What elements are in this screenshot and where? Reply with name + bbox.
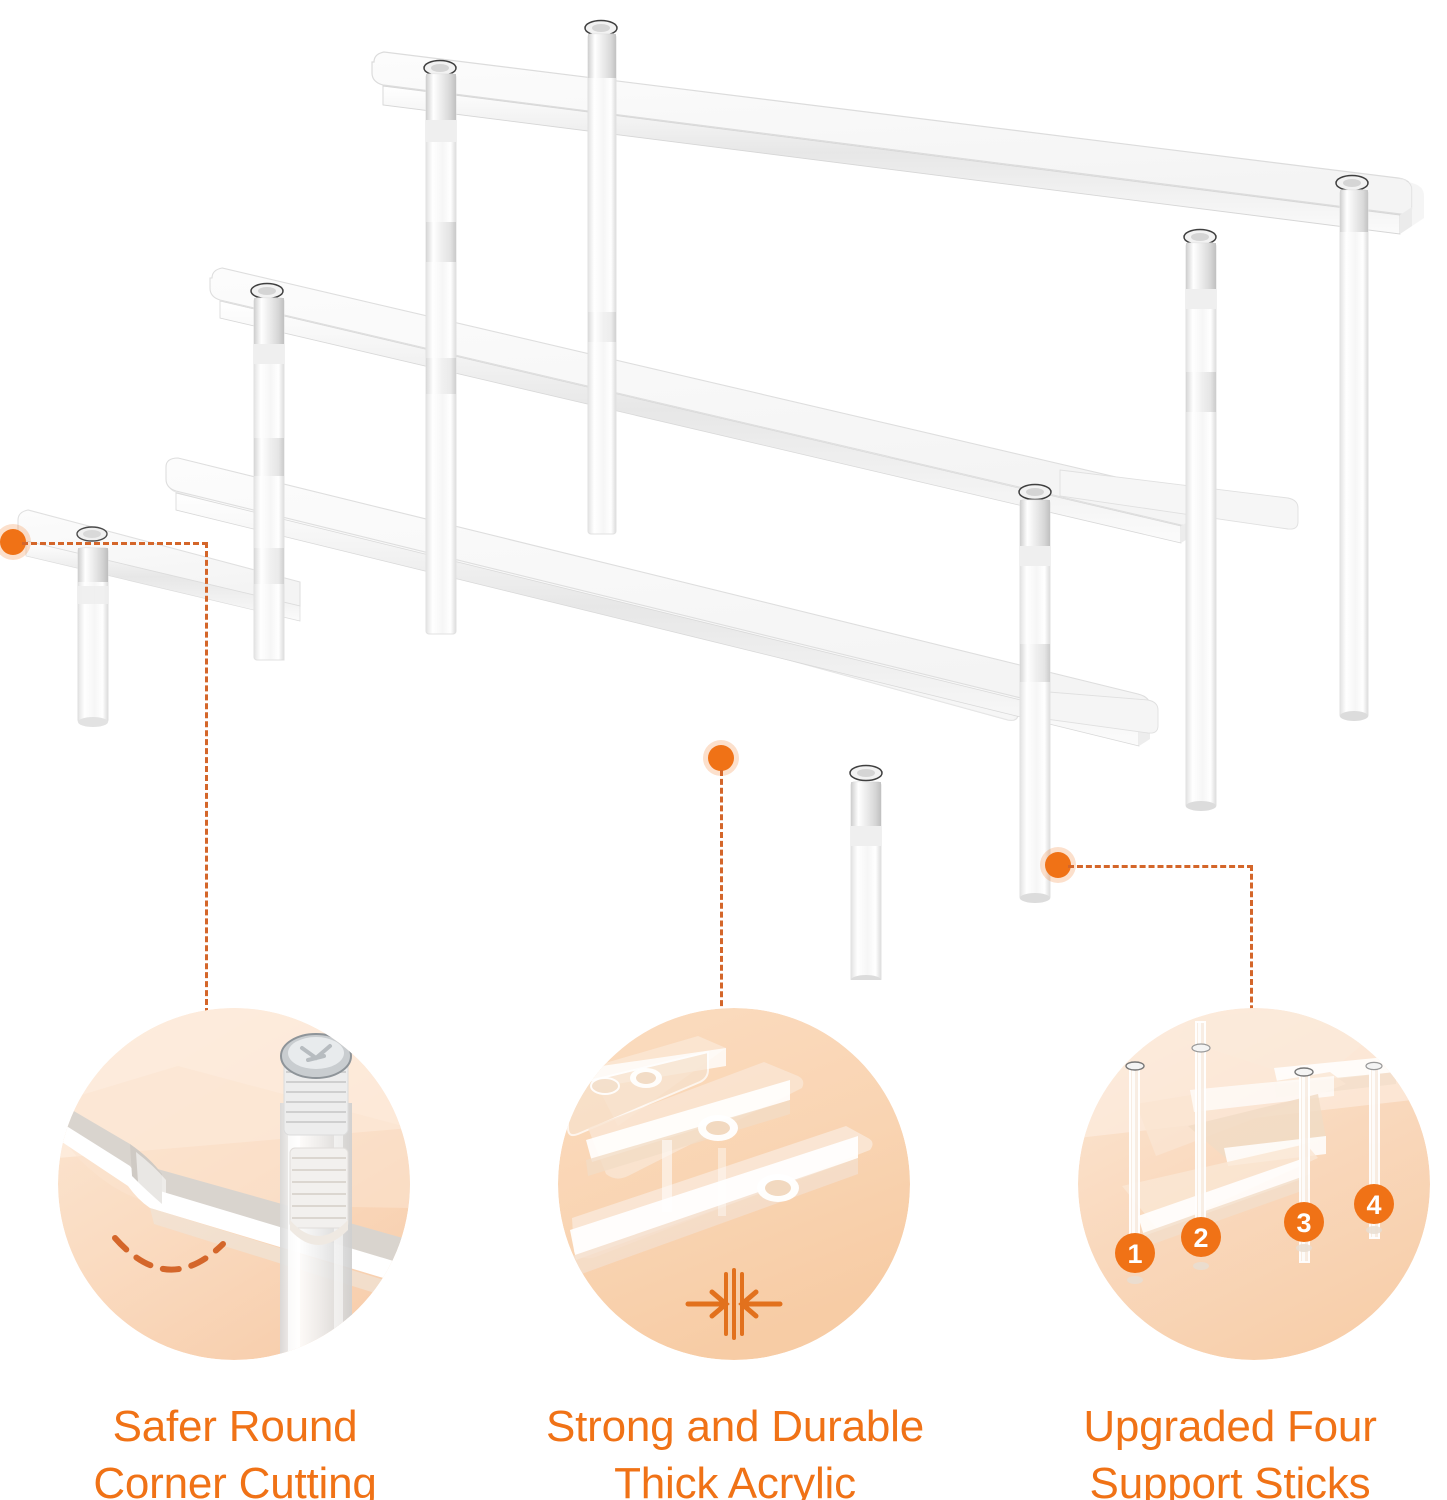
callout-dot-thickness[interactable] (708, 745, 734, 771)
callout-leader-support-horizontal (1068, 865, 1253, 868)
support-stick-2-rear-left (587, 33, 617, 535)
callout-dot-support-sticks[interactable] (1045, 852, 1071, 878)
detail-circle-support-sticks: 1 2 3 4 (1078, 1008, 1430, 1360)
callout-leader-round-corner-horizontal (22, 542, 208, 545)
caption-thick-acrylic: Strong and Durable Thick Acrylic (546, 1402, 924, 1500)
numbered-badges-icon: 1 2 3 4 (1115, 1184, 1394, 1273)
support-stick-3-front-right (1185, 242, 1217, 811)
support-stick-bottom-front (849, 764, 883, 980)
shelf-tier-top (371, 19, 1424, 246)
support-badge-3: 3 (1296, 1208, 1311, 1238)
callout-leader-thickness-vertical (720, 770, 723, 1015)
shelf-tier-bottom (165, 457, 1159, 747)
dashed-arc-icon (112, 1235, 226, 1273)
detail-circle-thick-acrylic (558, 1008, 910, 1360)
shelf-tier-middle (209, 267, 1299, 544)
support-stick-1-front-left (425, 73, 457, 635)
product-hero-illustration (17, 19, 1424, 980)
callout-leader-round-corner-vertical (205, 542, 208, 1014)
support-badge-2: 2 (1193, 1223, 1208, 1253)
support-stick-middle-left (253, 297, 285, 661)
thickness-measure-icon (685, 1268, 783, 1340)
support-stick-4-rear-right (1339, 189, 1369, 721)
support-badge-4: 4 (1366, 1190, 1381, 1220)
detail-circle-round-corner (58, 1008, 410, 1360)
callout-dot-round-corner[interactable] (0, 529, 26, 555)
support-badge-1: 1 (1127, 1239, 1142, 1269)
caption-round-corner: Safer Round Corner Cutting (93, 1402, 377, 1500)
support-stick-middle-right (1019, 499, 1051, 903)
caption-support-sticks: Upgraded Four Support Sticks (1083, 1402, 1377, 1500)
callout-leader-support-vertical (1250, 865, 1253, 1020)
